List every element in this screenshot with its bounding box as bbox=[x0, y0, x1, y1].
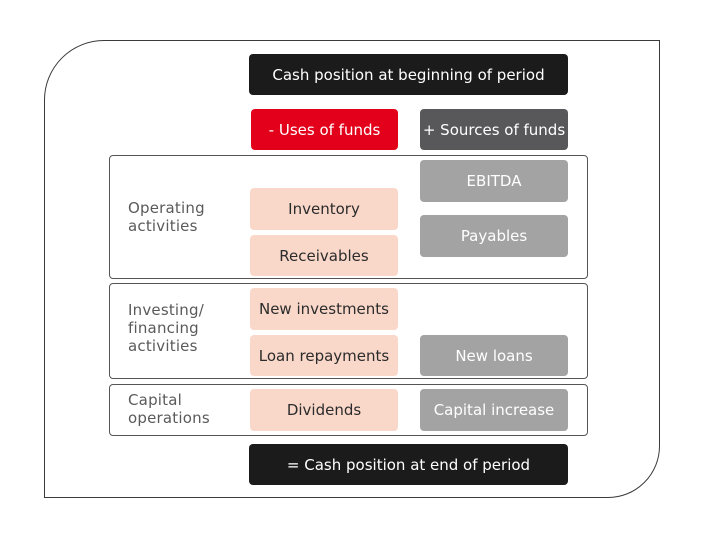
capital-operations-label: Capital operations bbox=[128, 391, 210, 427]
investing-financing-section bbox=[109, 283, 588, 379]
investing-financing-label: Investing/ financing activities bbox=[128, 301, 204, 355]
cash-position-start-box: Cash position at beginning of period bbox=[249, 54, 568, 95]
capital-operations-section bbox=[109, 384, 588, 436]
cash-position-end-label: = Cash position at end of period bbox=[286, 455, 531, 474]
ebitda-box: EBITDA bbox=[420, 160, 568, 202]
sources-of-funds-header: + Sources of funds bbox=[420, 109, 568, 150]
sources-of-funds-label: + Sources of funds bbox=[422, 120, 566, 139]
inventory-box: Inventory bbox=[250, 188, 398, 230]
operating-activities-label: Operating activities bbox=[128, 199, 205, 235]
dividends-box: Dividends bbox=[250, 389, 398, 431]
cash-position-start-label: Cash position at beginning of period bbox=[272, 65, 545, 84]
uses-of-funds-header: - Uses of funds bbox=[251, 109, 398, 150]
loan-repayments-box: Loan repayments bbox=[250, 335, 398, 376]
diagram-frame bbox=[44, 40, 660, 498]
payables-box: Payables bbox=[420, 215, 568, 257]
operating-activities-section bbox=[109, 155, 588, 279]
cash-position-end-box: = Cash position at end of period bbox=[249, 444, 568, 485]
receivables-box: Receivables bbox=[250, 235, 398, 276]
new-loans-box: New loans bbox=[420, 335, 568, 376]
new-investments-box: New investments bbox=[250, 288, 398, 330]
uses-of-funds-label: - Uses of funds bbox=[268, 120, 381, 139]
capital-increase-box: Capital increase bbox=[420, 389, 568, 431]
